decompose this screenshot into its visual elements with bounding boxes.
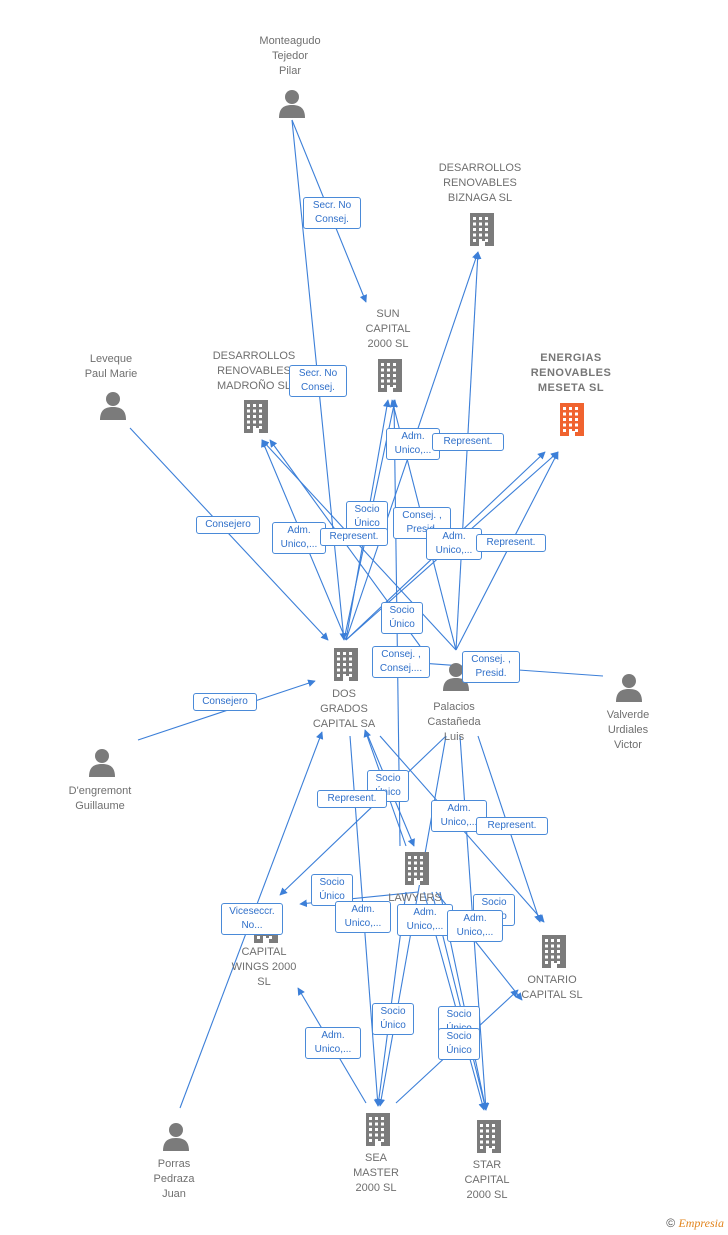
copyright-symbol: © [666, 1216, 676, 1230]
node-label-porras[interactable]: Porras Pedraza Juan [153, 1158, 195, 1200]
relationship-edge [129, 427, 329, 641]
edge-label[interactable]: Socio Único [438, 1028, 480, 1060]
node-label-biznaga[interactable]: DESARROLLOS RENOVABLES BIZNAGA SL [438, 162, 522, 204]
building-icon[interactable] [402, 851, 432, 890]
edge-label[interactable]: Adm. Unico,... [305, 1027, 361, 1059]
building-icon[interactable] [539, 934, 569, 973]
edge-label[interactable]: Represent. [432, 433, 504, 451]
edge-label[interactable]: Adm. Unico,... [447, 910, 503, 942]
edge-label[interactable]: Consej. , Presid. [393, 507, 451, 539]
edge-label[interactable]: Viceseccr. No... [221, 903, 283, 935]
node-label-monteagudo[interactable]: Monteagudo Tejedor Pilar [259, 35, 321, 77]
node-label-sun-capital[interactable]: SUN CAPITAL 2000 SL [365, 308, 411, 350]
edge-label[interactable]: Adm. Unico,... [272, 522, 326, 554]
person-icon[interactable] [88, 748, 116, 783]
node-label-palacios[interactable]: Palacios Castañeda Luis [427, 701, 481, 743]
edge-label[interactable]: Adm. Unico,... [397, 904, 453, 936]
building-icon[interactable] [467, 212, 497, 251]
relationship-edge [455, 251, 482, 651]
node-label-ontario[interactable]: ONTARIO CAPITAL SL [521, 974, 583, 1001]
node-label-energias[interactable]: ENERGIAS RENOVABLES MESETA SL [530, 352, 612, 394]
node-label-dengremont[interactable]: D'engremont Guillaume [68, 785, 132, 812]
edge-label[interactable]: Socio Único [367, 770, 409, 802]
edge-label[interactable]: Consejero [196, 516, 260, 534]
edge-label[interactable]: Consej. , Consej.... [372, 646, 430, 678]
brand-logo[interactable]: Empresia [678, 1216, 724, 1230]
edge-label[interactable]: Socio Único [311, 874, 353, 906]
building-icon[interactable] [363, 1112, 393, 1151]
node-label-leveque[interactable]: Leveque Paul Marie [84, 353, 138, 380]
edge-label[interactable]: Adm. Unico,... [426, 528, 482, 560]
node-label-lawyers[interactable]: LAWYERS [388, 892, 442, 904]
edge-label[interactable]: Socio Único [381, 602, 423, 634]
edge-label[interactable]: Represent. [320, 528, 388, 546]
relationship-edge [279, 735, 447, 896]
edge-label[interactable]: Represent. [476, 817, 548, 835]
building-icon[interactable] [557, 402, 587, 441]
person-icon[interactable] [278, 89, 306, 124]
building-icon[interactable] [375, 358, 405, 397]
edge-label[interactable]: Adm. Unico,... [335, 901, 391, 933]
node-label-dos-grados[interactable]: DOS GRADOS CAPITAL SA [312, 688, 376, 730]
node-label-capital-wings[interactable]: CAPITAL WINGS 2000 SL [231, 946, 297, 988]
edge-label[interactable]: Socio Único [372, 1003, 414, 1035]
person-icon[interactable] [162, 1122, 190, 1157]
footer-brand: © Empresia [666, 1216, 724, 1231]
edge-label[interactable]: Consej. , Presid. [462, 651, 520, 683]
node-label-valverde[interactable]: Valverde Urdiales Victor [606, 709, 650, 751]
edge-label[interactable]: Consejero [193, 693, 257, 711]
building-icon[interactable] [474, 1119, 504, 1158]
edge-label[interactable]: Secr. No Consej. [303, 197, 361, 229]
node-label-star-capital[interactable]: STAR CAPITAL 2000 SL [464, 1159, 510, 1201]
building-icon[interactable] [241, 399, 271, 438]
edge-label[interactable]: Represent. [317, 790, 387, 808]
edge-label[interactable]: Represent. [476, 534, 546, 552]
person-icon[interactable] [615, 673, 643, 708]
edge-label[interactable]: Secr. No Consej. [289, 365, 347, 397]
edge-label[interactable]: Adm. Unico,... [386, 428, 440, 460]
node-label-madrono[interactable]: DESARROLLOS RENOVABLES MADROÑO SL [212, 350, 296, 392]
person-icon[interactable] [99, 391, 127, 426]
node-label-sea-master[interactable]: SEA MASTER 2000 SL [353, 1152, 399, 1194]
building-icon[interactable] [331, 647, 361, 686]
